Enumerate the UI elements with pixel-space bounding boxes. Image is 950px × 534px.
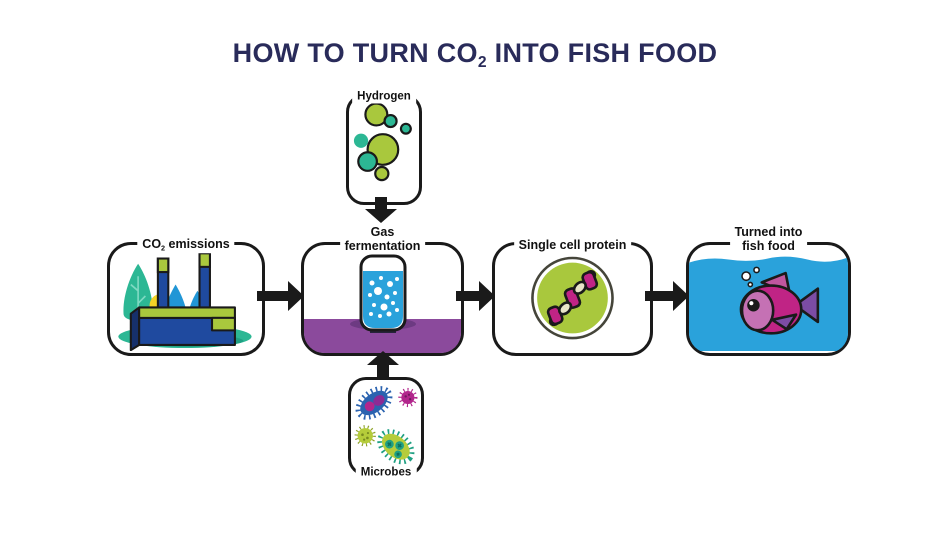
fish-box-content [689, 245, 848, 353]
co2-box-content [110, 245, 262, 353]
microbes-box: Microbes [348, 377, 424, 480]
fermentation-label-line1: Gas [370, 224, 395, 239]
fish-label-line1: Turned into [734, 224, 803, 239]
hydrogen-box-content [349, 97, 419, 202]
fermentation-label-line2: fermentation [344, 239, 421, 254]
arrow-up-icon [367, 351, 399, 377]
microbes-label-text: Microbes [360, 466, 412, 479]
hydrogen-label: Hydrogen [352, 90, 416, 104]
fish-label-line2: fish food [742, 239, 795, 254]
microbes-icon [354, 386, 418, 465]
co2-emissions-label: CO2 emissions [137, 237, 235, 253]
hydrogen-box: Hydrogen [346, 90, 422, 205]
arrow-right-icon [645, 281, 689, 311]
title-text: HOW TO TURN CO [232, 38, 478, 68]
single-cell-protein-box: Single cell protein [492, 237, 653, 356]
co2-label-subscript: 2 [161, 243, 166, 253]
protein-box-content [495, 245, 650, 353]
fermentation-glass-icon [359, 254, 406, 333]
page-title: HOW TO TURN CO2 INTO FISH FOOD [0, 38, 950, 72]
title-subscript: 2 [477, 54, 487, 71]
hydrogen-bubbles-icon [353, 102, 412, 182]
arrow-down-icon [365, 197, 397, 223]
co2-label-text-2: emissions [165, 237, 230, 252]
arrow-right-icon [456, 281, 495, 311]
single-cell-protein-label: Single cell protein [513, 237, 632, 253]
fish-icon [689, 256, 848, 351]
factory-icon [118, 252, 252, 352]
protein-label-text: Single cell protein [518, 237, 627, 252]
hydrogen-label-text: Hydrogen [357, 90, 411, 103]
title-text-2: INTO FISH FOOD [486, 38, 718, 68]
arrow-right-icon [257, 281, 304, 311]
microbes-label: Microbes [355, 466, 417, 480]
dna-protein-icon [531, 256, 614, 340]
fermentation-box-content [304, 245, 461, 353]
microbes-box-content [351, 380, 421, 473]
co2-label-text: CO [142, 237, 162, 252]
co2-emissions-box: CO2 emissions [107, 237, 265, 356]
